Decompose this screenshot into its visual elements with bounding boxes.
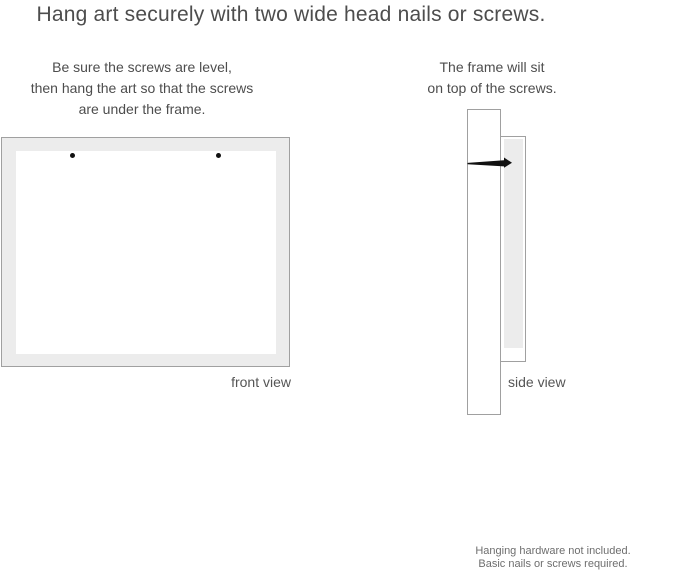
instruction-front-line: then hang the art so that the screws	[30, 80, 254, 96]
side-view-label: side view	[508, 374, 566, 390]
hardware-note-line: Basic nails or screws required.	[478, 557, 628, 570]
front-view-artwork-canvas	[16, 151, 276, 354]
instruction-front-line: are under the frame.	[78, 101, 206, 117]
instruction-side-line: on top of the screws.	[427, 80, 557, 96]
page-title: Hang art securely with two wide head nai…	[36, 3, 546, 26]
instruction-front: Be sure the screws are level, then hang …	[20, 57, 264, 120]
instruction-front-line: Be sure the screws are level,	[52, 59, 232, 75]
front-view-frame	[1, 137, 290, 367]
screw-left-icon	[70, 153, 75, 158]
side-view-frame-bar	[467, 109, 501, 415]
side-view-mat	[504, 139, 523, 348]
screw-right-icon	[216, 153, 221, 158]
instruction-side: The frame will sit on top of the screws.	[400, 57, 584, 99]
hardware-note-line: Hanging hardware not included.	[475, 545, 631, 557]
instruction-side-line: The frame will sit	[439, 59, 545, 75]
nail-icon	[467, 157, 512, 168]
hardware-note: Hanging hardware not included. Basic nai…	[429, 545, 677, 570]
side-view-canvas-profile	[500, 136, 526, 362]
front-view-label: front view	[231, 374, 291, 390]
